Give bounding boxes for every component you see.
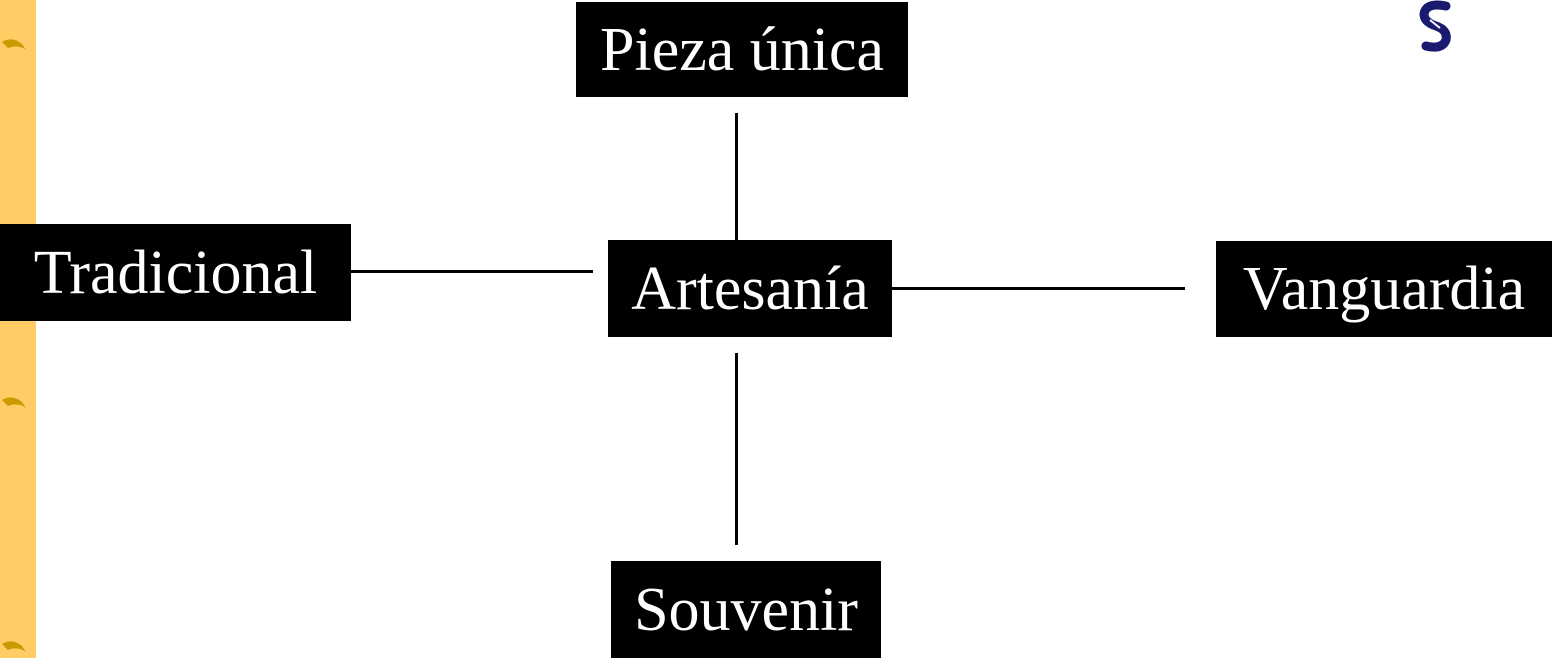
node-center: Artesanía [608,240,892,337]
node-left-label: Tradicional [33,238,318,307]
node-bottom: Souvenir [611,561,881,658]
node-right-label: Vanguardia [1242,255,1526,323]
sidebar-bar [0,0,36,658]
curved-bullet-icon [2,641,26,652]
node-right: Vanguardia [1216,241,1552,337]
connector-top [735,113,738,241]
connector-left [350,270,593,273]
node-top-label: Pieza única [599,15,885,84]
node-left: Tradicional [0,224,351,321]
node-top: Pieza única [576,2,908,97]
s-logo-icon [1419,0,1451,52]
curved-bullet-icon [2,39,26,50]
curved-bullet-icon [2,397,26,408]
node-center-label: Artesanía [631,254,869,323]
connector-bottom [735,353,738,545]
node-bottom-label: Souvenir [634,575,858,644]
connector-right [891,287,1185,290]
